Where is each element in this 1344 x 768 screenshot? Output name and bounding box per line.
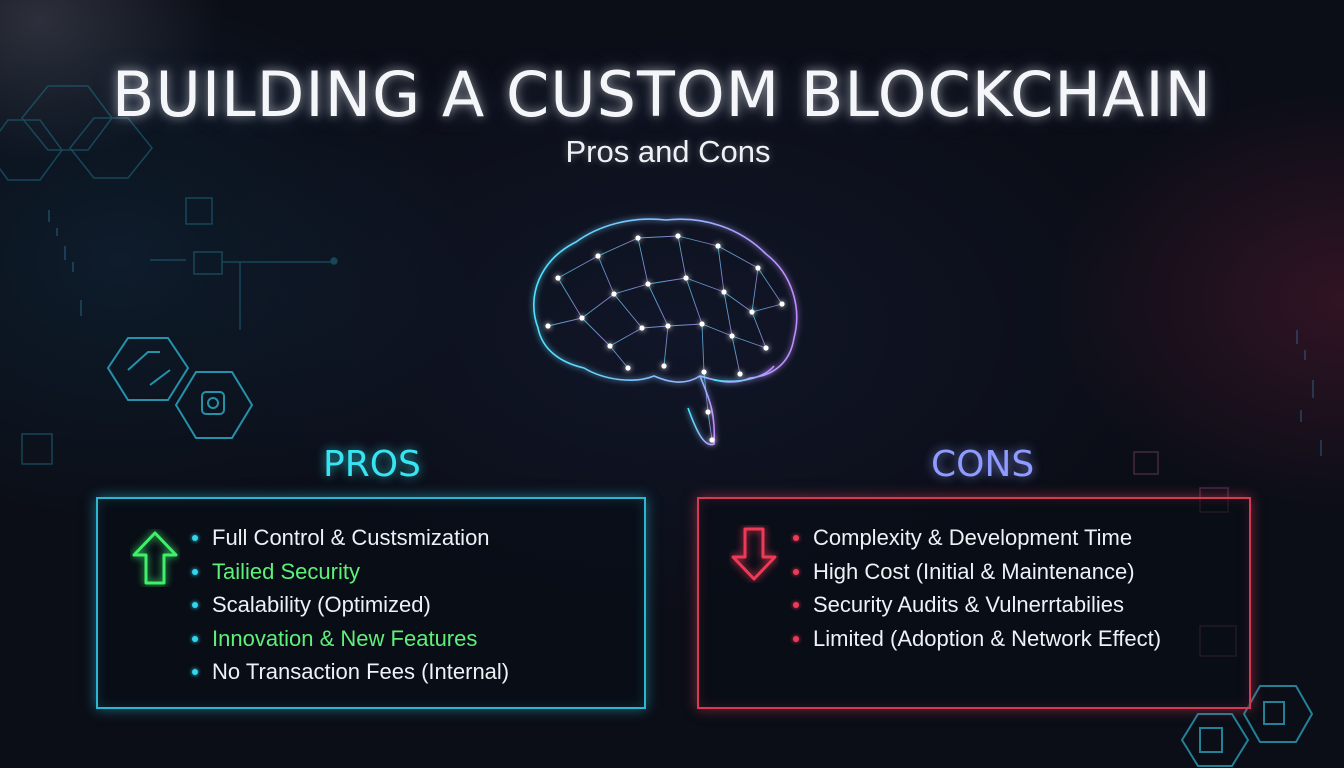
pros-panel: Full Control & Custsmization Tailied Sec… [96,497,646,709]
pros-item-1: Tailied Security [192,555,509,589]
cons-panel: Complexity & Development Time High Cost … [697,497,1251,709]
page-subtitle: Pros and Cons [565,134,771,169]
cons-item-0: Complexity & Development Time [793,521,1161,555]
pros-heading: PROS [323,444,421,485]
cons-item-2: Security Audits & Vulnerrtabilies [793,588,1161,622]
cons-heading: CONS [931,444,1035,485]
page-title: BUILDING A CUSTOM BLOCKCHAIN [111,58,1213,131]
pros-item-0: Full Control & Custsmization [192,521,509,555]
pros-item-2: Scalability (Optimized) [192,588,509,622]
cons-item-1: High Cost (Initial & Maintenance) [793,555,1161,589]
cons-list: Complexity & Development Time High Cost … [793,521,1161,655]
down-arrow-icon [731,527,777,581]
pros-list: Full Control & Custsmization Tailied Sec… [192,521,509,689]
pros-item-4: No Transaction Fees (Internal) [192,655,509,689]
brain-network-icon [533,218,798,446]
up-arrow-icon [132,531,178,585]
pros-item-3: Innovation & New Features [192,622,509,656]
cons-item-3: Limited (Adoption & Network Effect) [793,622,1161,656]
